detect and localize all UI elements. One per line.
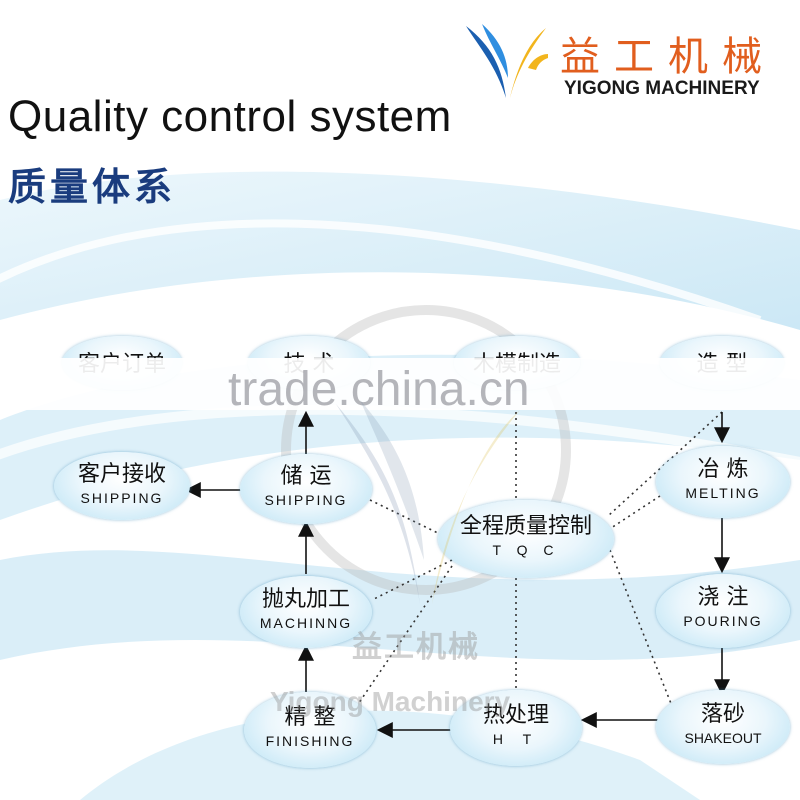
page-title: Quality control system [8,92,452,141]
node-storage-shipping: 储 运 SHIPPING [240,454,372,524]
cover-strip [0,358,800,410]
node-tqc: 全程质量控制 T Q C [438,500,614,578]
node-label-cn: 浇 注 [697,585,749,610]
node-pouring: 浇 注 POURING [656,574,790,648]
brand-logo-icon [466,24,548,98]
brand-name-en: YIGONG MACHINERY [564,78,760,99]
node-label-en: H T [492,731,540,747]
watermark-brand-en: Yigong Machinery [270,686,511,717]
node-label-en: T Q C [492,542,560,558]
node-label-cn: 热处理 [482,703,549,728]
node-shakeout: 落砂 SHAKEOUT [656,690,790,764]
node-label-en: SHIPPING [264,492,348,508]
node-label-en: MELTING [685,485,761,501]
node-finishing: 精 整 FINISHING [244,692,376,768]
node-label-en: SHIPPING [80,490,164,506]
node-customer-receipt: 客户接收 SHIPPING [54,452,190,520]
node-label-en: MACHINNG [259,615,353,631]
node-melting: 冶 炼 MELTING [656,446,790,518]
node-label-cn: 全程质量控制 [459,514,592,539]
brand-name-cn: 益工机械 [560,34,776,80]
node-label-en: FINISHING [265,733,355,749]
node-shot-blasting: 抛丸加工 MACHINNG [240,576,372,648]
node-label-cn: 落砂 [700,702,745,727]
node-label-cn: 储 运 [280,464,332,489]
node-label-cn: 冶 炼 [697,457,749,482]
node-label-en: POURING [683,613,763,629]
node-label-cn: 客户接收 [77,462,166,487]
watermark-site: trade.china.cn [228,363,530,416]
node-heat-treatment: 热处理 H T [450,690,582,766]
node-label-en: SHAKEOUT [684,730,762,746]
page-subtitle: 质量体系 [8,165,177,209]
node-label-cn: 精 整 [284,705,336,730]
node-label-cn: 抛丸加工 [261,587,350,612]
watermark-brand-cn: 益工机械 [352,630,480,665]
